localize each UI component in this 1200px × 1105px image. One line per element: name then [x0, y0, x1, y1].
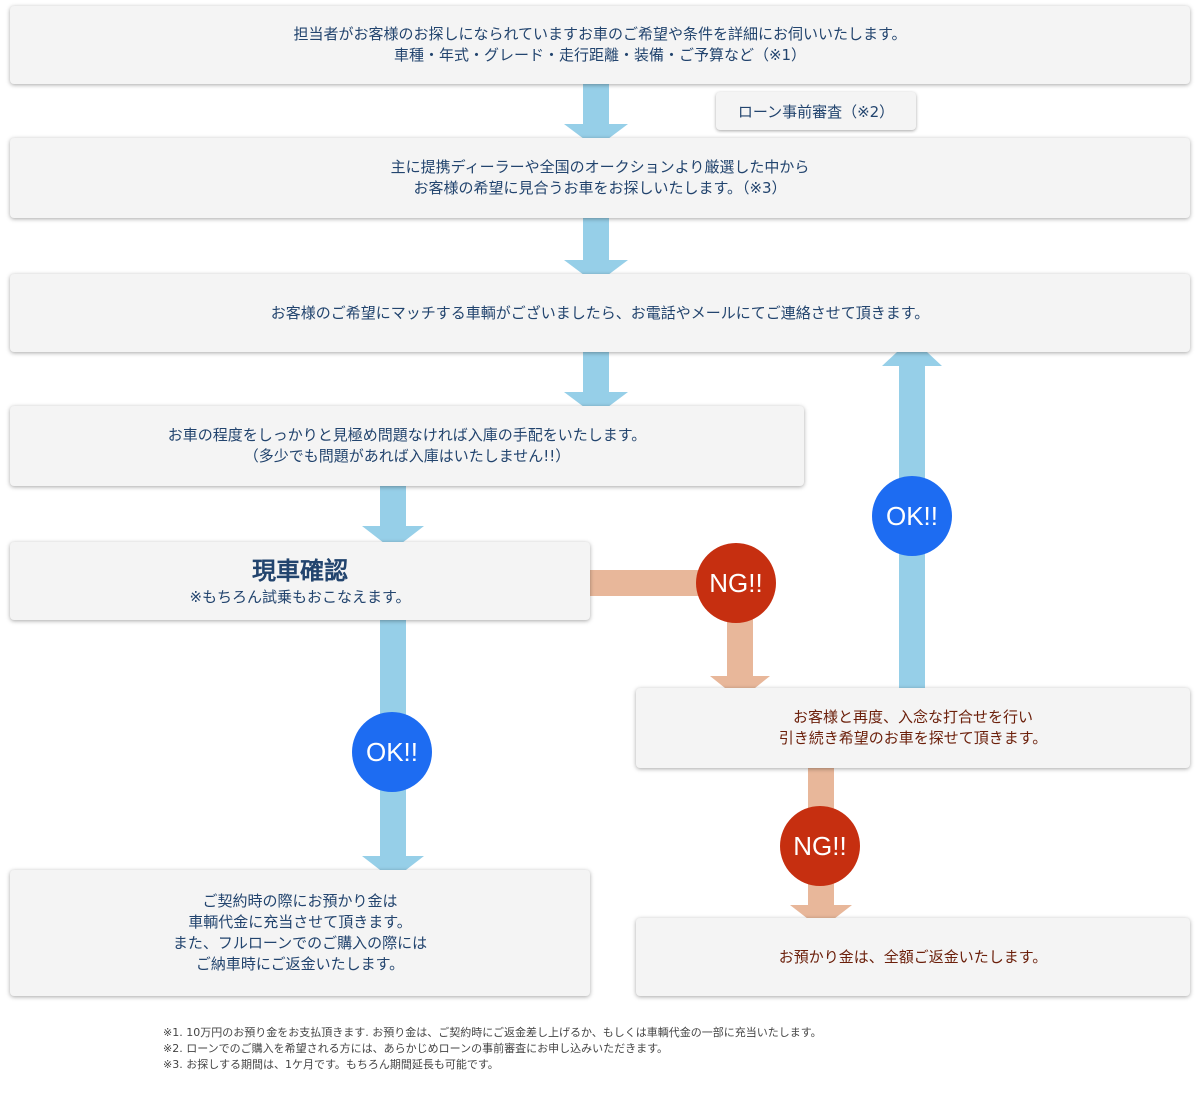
loan-prescreen-tag: ローン事前審査（※2）	[716, 92, 916, 130]
step-refund: お預かり金は、全額ご返金いたします。	[636, 918, 1190, 996]
arrow-down-4	[362, 482, 424, 550]
step-refund-line1: お預かり金は、全額ご返金いたします。	[778, 947, 1048, 966]
step-consultation: 担当者がお客様のお探しになられていますお車のご希望や条件を詳細にお伺いいたします…	[10, 6, 1190, 84]
step-contact-line1: お客様のご希望にマッチする車輌がございましたら、お電話やメールにてご連絡させて頂…	[270, 303, 930, 322]
step-contact: お客様のご希望にマッチする車輌がございましたら、お電話やメールにてご連絡させて頂…	[10, 274, 1190, 352]
ng-badge-upper: NG!!	[696, 543, 776, 623]
step-search-line2: お客様の希望に見合うお車をお探しいたします。（※3）	[413, 179, 787, 197]
step-contract-line3: また、フルローンでのご購入の際には	[172, 934, 428, 952]
footnote-1: ※1. 10万円のお預り金をお支払頂きます. お預り金は、ご契約時にご返金差し上…	[163, 1026, 822, 1039]
footnotes: ※1. 10万円のお預り金をお支払頂きます. お預り金は、ご契約時にご返金差し上…	[163, 1025, 822, 1073]
arrow-down-3	[564, 346, 628, 416]
step-consultation-line1: 担当者がお客様のお探しになられていますお車のご希望や条件を詳細にお伺いいたします…	[293, 25, 907, 43]
ok-badge-left: OK!!	[352, 712, 432, 792]
step-vehicle-check-title: 現車確認	[252, 557, 348, 585]
step-retry-line2: 引き続き希望のお車を探せて頂きます。	[778, 729, 1048, 747]
step-consultation-line2: 車種・年式・グレード・走行距離・装備・ご予算など（※1）	[393, 46, 807, 64]
step-retry: お客様と再度、入念な打合せを行い 引き続き希望のお車を探せて頂きます。	[636, 688, 1190, 768]
step-vehicle-check-subtitle: ※もちろん試乗もおこなえます。	[189, 588, 411, 606]
footnote-3: ※3. お探しする期間は、1ケ月です。もちろん期間延長も可能です。	[163, 1058, 499, 1071]
step-inspection-line2: （多少でも問題があれば入庫はいたしません!!）	[243, 447, 571, 465]
step-inspection-line1: お車の程度をしっかりと見極め問題なければ入庫の手配をいたします。	[167, 426, 647, 444]
step-retry-line1: お客様と再度、入念な打合せを行い	[792, 708, 1033, 726]
step-inspection: お車の程度をしっかりと見極め問題なければ入庫の手配をいたします。 （多少でも問題…	[10, 406, 804, 486]
ok-badge-right: OK!!	[872, 476, 952, 556]
arrow-down-1	[564, 78, 628, 148]
step-contract-line2: 車輌代金に充当させて頂きます。	[188, 913, 412, 931]
step-contract-line4: ご納車時にご返金いたします。	[195, 955, 405, 973]
step-search-line1: 主に提携ディーラーや全国のオークションより厳選した中から	[390, 158, 810, 176]
footnote-2: ※2. ローンでのご購入を希望される方には、あらかじめローンの事前審査にお申し込…	[163, 1042, 669, 1055]
step-search: 主に提携ディーラーや全国のオークションより厳選した中から お客様の希望に見合うお…	[10, 138, 1190, 218]
step-contract: ご契約時の際にお預かり金は 車輌代金に充当させて頂きます。 また、フルローンでの…	[10, 870, 590, 996]
arrow-down-2	[564, 214, 628, 284]
step-contract-line1: ご契約時の際にお預かり金は	[202, 892, 398, 910]
ng-badge-lower: NG!!	[780, 806, 860, 886]
step-vehicle-check: 現車確認 ※もちろん試乗もおこなえます。	[10, 542, 590, 620]
